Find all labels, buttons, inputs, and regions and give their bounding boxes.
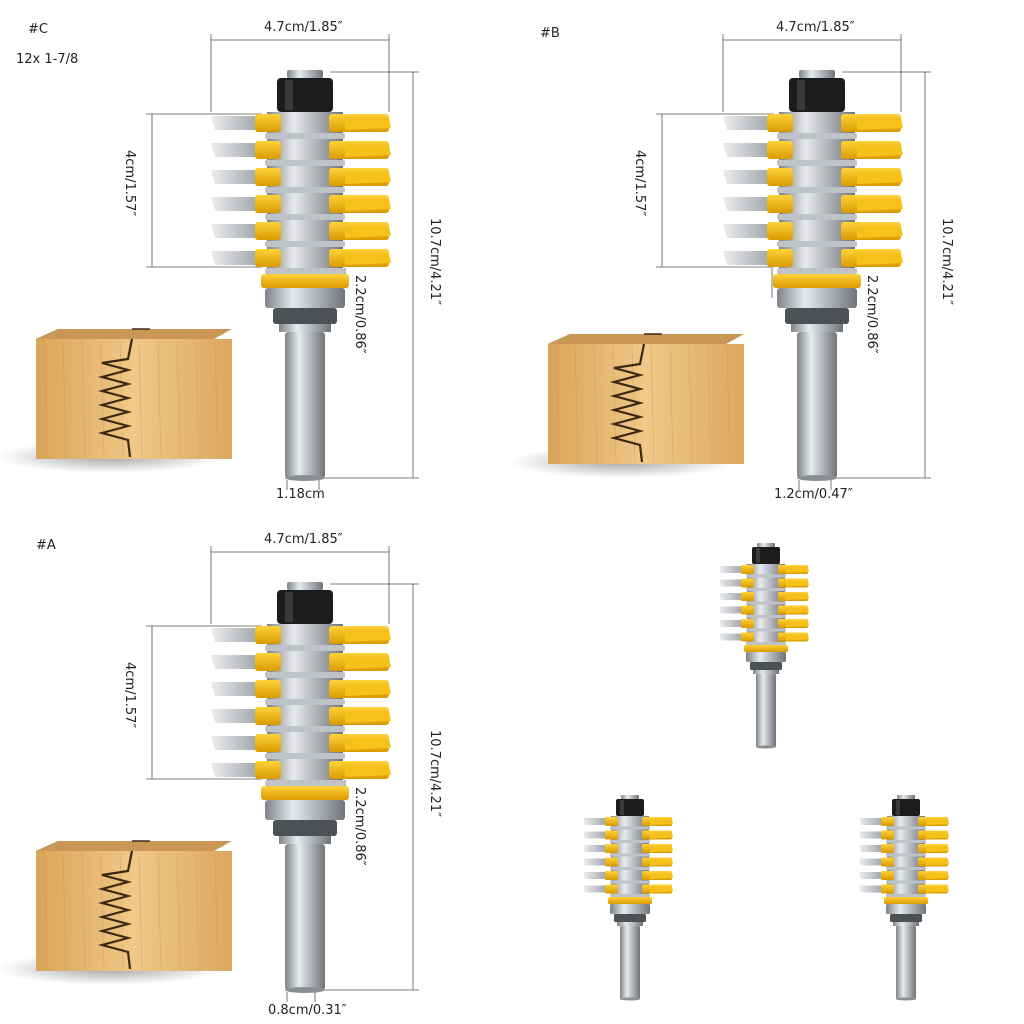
dimension-lines (146, 34, 419, 490)
shank-label: 0.8cm/0.31″ (268, 1003, 347, 1018)
panel-b: #B 4.7cm/1.85″ 4cm/1.57″ 2.2cm/0.86″ 10.… (510, 0, 1024, 512)
router-bit-icon (859, 795, 949, 1001)
panel-tag: #B (540, 26, 560, 41)
wood-block-icon (510, 333, 744, 478)
shank-label: 1.18cm (276, 487, 325, 502)
dimension-lines (656, 34, 931, 490)
panel-tag: #A (36, 538, 56, 553)
panel-c: #C 12x 1-7/8 4.7cm/1.85″ 4cm/1.57″ 2.2cm… (0, 0, 512, 512)
size-spec: 12x 1-7/8 (16, 52, 79, 67)
dimension-lines (146, 546, 419, 1002)
width-label: 4.7cm/1.85″ (264, 532, 343, 547)
router-bit-icon (211, 70, 391, 481)
width-label: 4.7cm/1.85″ (264, 20, 343, 35)
panel-a: #A 4.7cm/1.85″ 4cm/1.57″ 2.2cm/0.86″ 10.… (0, 512, 512, 1024)
shank-label: 1.2cm/0.47″ (774, 487, 853, 502)
router-bit-icon (211, 582, 391, 993)
wood-block-icon (0, 328, 232, 473)
panel-tag: #C (28, 22, 48, 37)
wood-block-icon (0, 840, 232, 985)
router-bit-icon (719, 543, 809, 749)
router-bit-icon (583, 795, 673, 1001)
panel-product-views (512, 512, 1024, 1024)
router-bit-icon (723, 70, 903, 481)
width-label: 4.7cm/1.85″ (776, 20, 855, 35)
